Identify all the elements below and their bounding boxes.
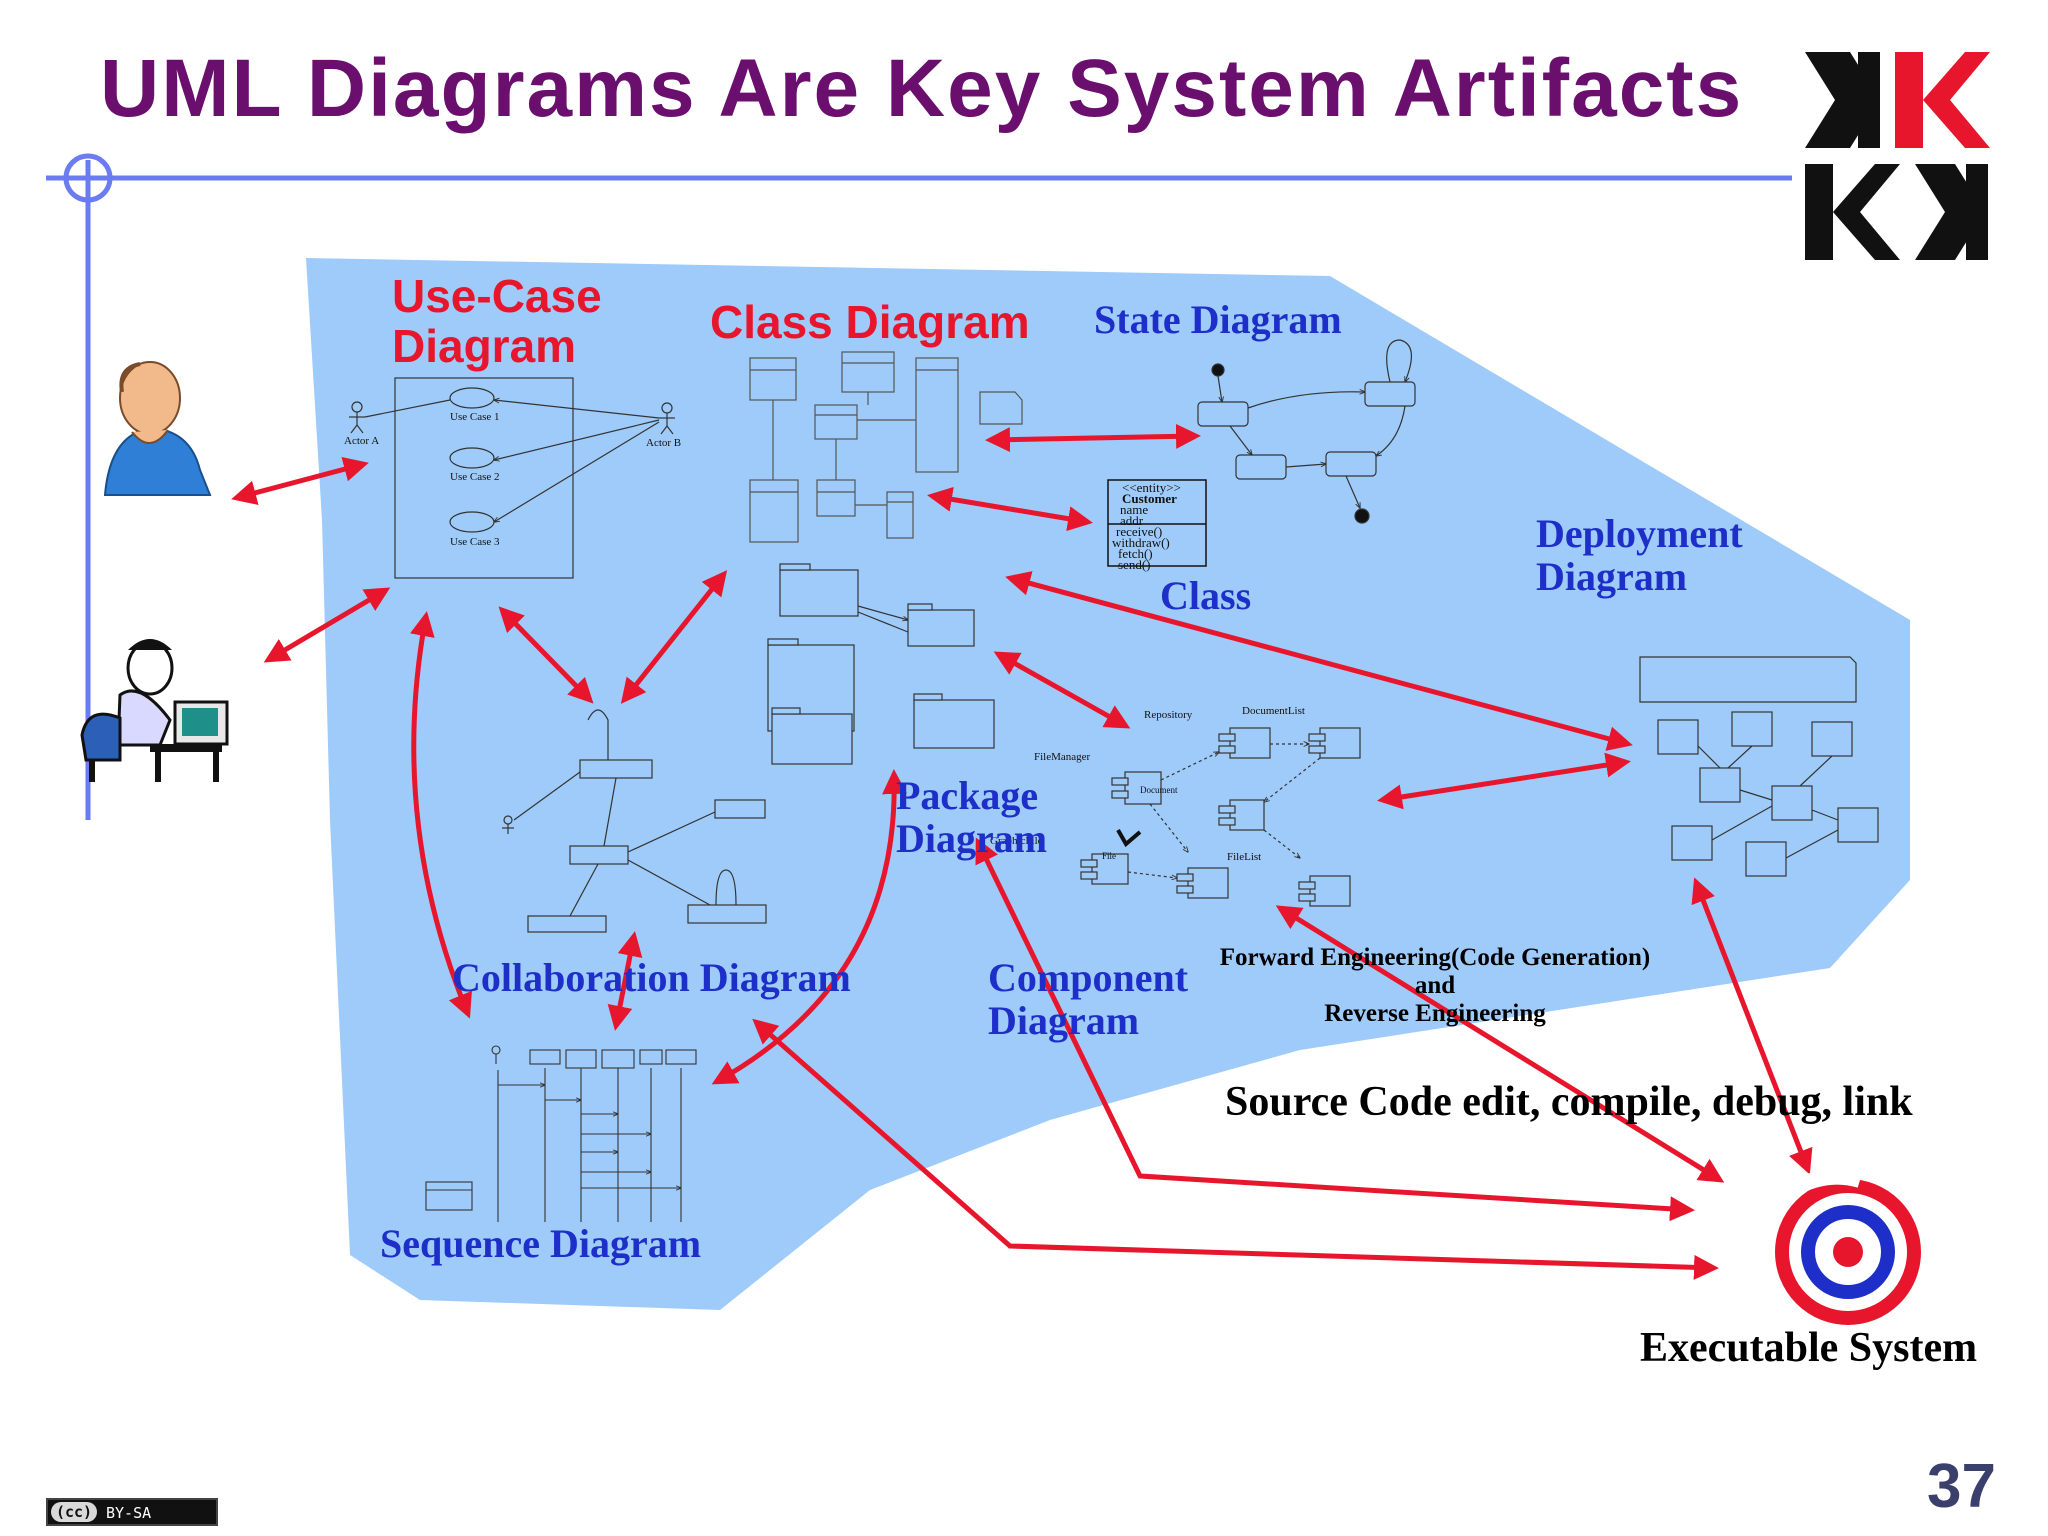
- state-diagram-thumbnail: [1197, 339, 1416, 524]
- component-document: Document: [1140, 785, 1178, 795]
- class-attr-name: name: [1120, 502, 1149, 517]
- arrow-deployment-to-executable: [1691, 877, 1813, 1175]
- class-op-send: send(): [1118, 557, 1151, 572]
- arrow-class-to-collab: [620, 570, 728, 704]
- license-text: BY-SA: [106, 1504, 152, 1522]
- package-diagram-label: Package Diagram: [896, 773, 1048, 862]
- use-case-3-label: Use Case 3: [450, 536, 500, 548]
- class-attr-addr: addr: [1120, 513, 1144, 528]
- class-label: Class: [1160, 573, 1252, 618]
- deployment-diagram-label: Deployment Diagram: [1536, 511, 1743, 600]
- page-number: 37: [1927, 1452, 1996, 1521]
- sequence-diagram-thumbnail: [425, 1045, 697, 1222]
- actor-a-label: Actor A: [344, 435, 380, 447]
- use-case-1-label: Use Case 1: [450, 411, 500, 423]
- arrow-usecase-to-collab: [498, 606, 594, 704]
- deployment-diagram-thumbnail: [1639, 656, 1879, 877]
- use-case-diagram-label: Use-Case Diagram: [392, 270, 602, 372]
- package-diagram-thumbnail: [767, 563, 995, 765]
- slide-rule: [46, 153, 1792, 820]
- component-repository: Repository: [1144, 709, 1193, 721]
- source-code-label: Source Code edit, compile, debug, link: [1225, 1079, 1913, 1125]
- arrow-programmer-to-usecase: [263, 587, 391, 663]
- class-op-fetch: fetch(): [1118, 546, 1153, 561]
- actor-b-label: Actor B: [646, 437, 682, 449]
- artifact-region: [306, 258, 1910, 1310]
- forward-reverse-engineering-label: Forward Engineering(Code Generation) and…: [1219, 944, 1651, 1027]
- customer-class-text: <<entity>> Customer name addr receive() …: [1112, 480, 1181, 572]
- arrow-class-to-entity: [927, 486, 1093, 532]
- class-diagram-thumbnail: [749, 351, 1023, 543]
- slide-title: UML Diagrams Are Key System Artifacts: [100, 43, 1744, 134]
- class-op-withdraw: withdraw(): [1112, 535, 1170, 550]
- logo-mark: [1805, 52, 1990, 260]
- component-file: File: [1102, 851, 1117, 861]
- arrow-class-to-state: [985, 423, 1201, 453]
- arrow-usecase-to-sequence: [410, 611, 472, 1019]
- sequence-diagram-label: Sequence Diagram: [380, 1221, 702, 1266]
- class-op-receive: receive(): [1116, 524, 1163, 539]
- collaboration-diagram-label: Collaboration Diagram: [452, 955, 851, 1000]
- arrow-component-to-deployment: [1377, 752, 1631, 810]
- thinking-man-icon: [103, 361, 212, 496]
- executable-system-label: Executable System: [1640, 1325, 1978, 1371]
- arrow-user-to-usecase: [231, 457, 369, 505]
- customer-class-box: [1107, 479, 1207, 567]
- arrow-package-to-component: [993, 651, 1131, 729]
- state-diagram-label: State Diagram: [1094, 297, 1342, 342]
- use-case-diagram-thumbnail: [349, 377, 675, 579]
- class-diagram-label: Class Diagram: [710, 296, 1030, 348]
- programmer-at-computer-icon: [80, 639, 229, 782]
- component-graphicfile: GraphicFile: [990, 835, 1043, 847]
- component-documentlist: DocumentList: [1242, 705, 1305, 717]
- use-case-2-label: Use Case 2: [450, 471, 500, 483]
- creative-commons-icon: (cc): [51, 1502, 97, 1522]
- component-diagram-label: Component Diagram: [988, 955, 1189, 1044]
- arrow-class-to-deployment: [1005, 571, 1633, 751]
- arrow-collab-to-executable: [752, 1018, 1719, 1280]
- target-icon: [1769, 1168, 1921, 1325]
- component-filelist: FileList: [1227, 851, 1262, 863]
- component-filemanager: FileManager: [1034, 751, 1091, 763]
- arrow-collab-to-sequence: [607, 931, 643, 1031]
- relationship-arrows: [231, 423, 1813, 1280]
- class-stereotype: <<entity>>: [1122, 480, 1181, 495]
- license-badge: (cc) BY-SA: [46, 1498, 218, 1526]
- arrow-component-to-executable: [1275, 905, 1725, 1183]
- class-name: Customer: [1122, 491, 1177, 506]
